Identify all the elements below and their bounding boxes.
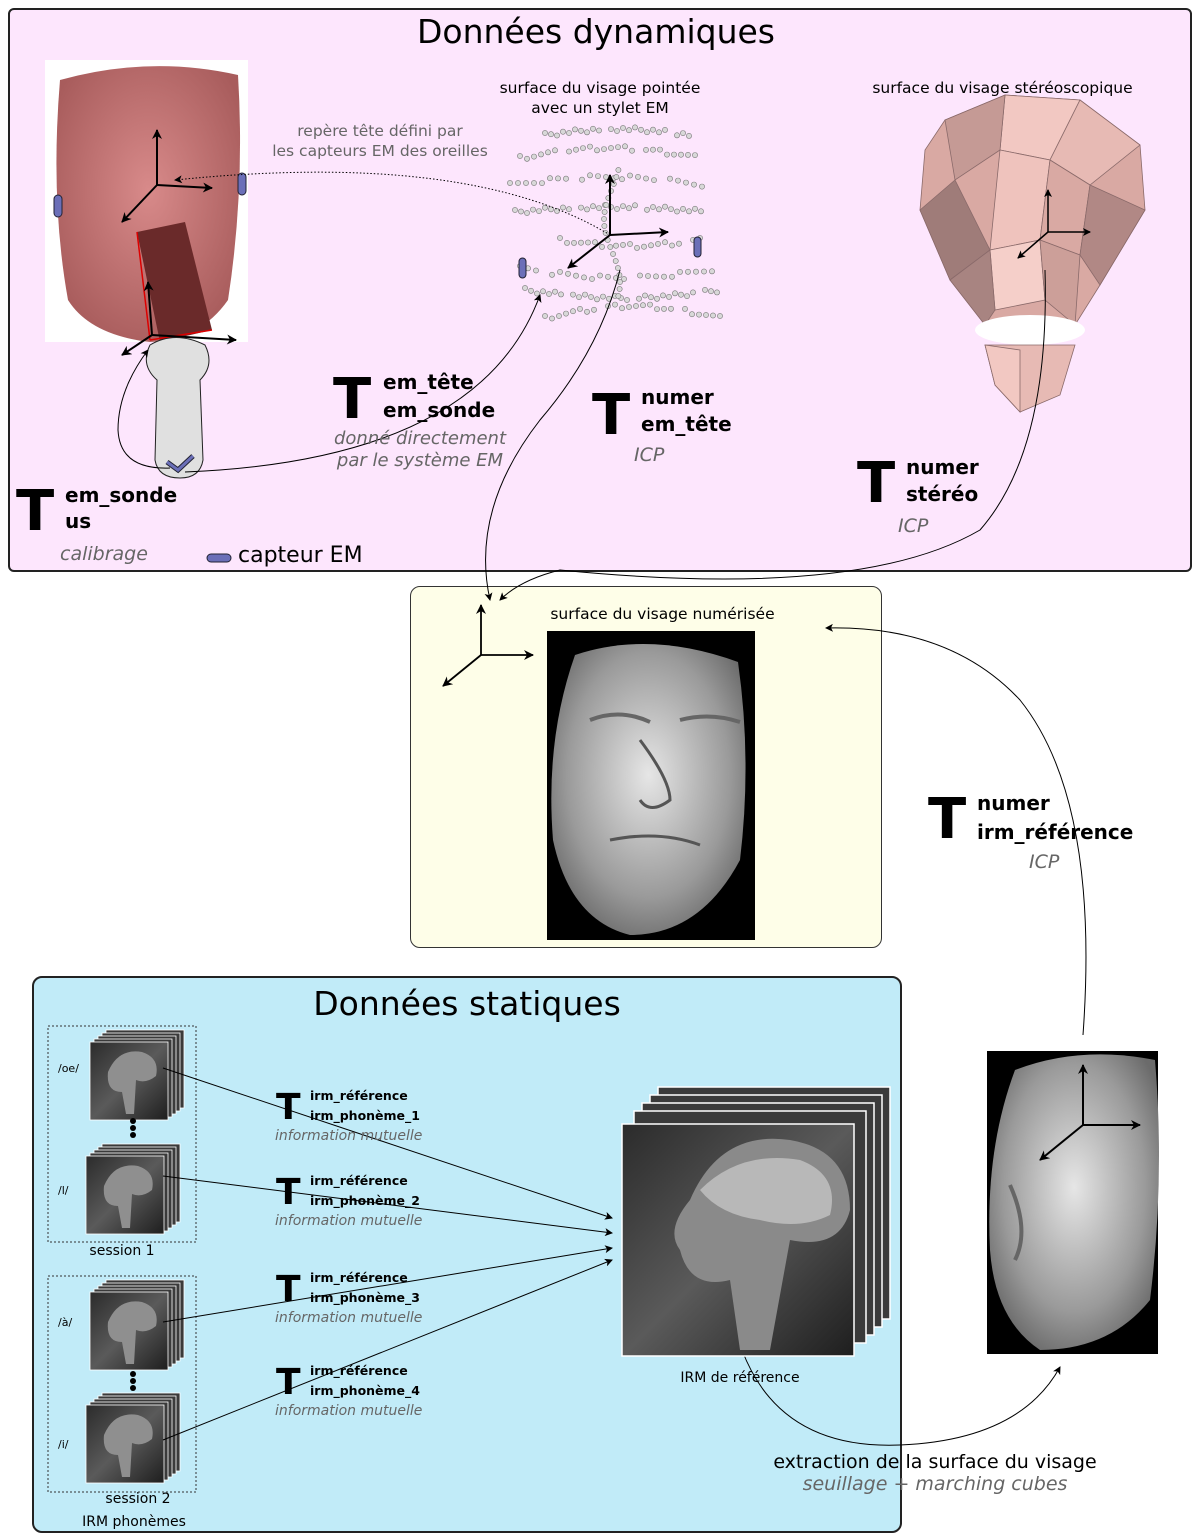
transform-sub-numer-irm: irm_référence <box>977 819 1133 845</box>
transform-symbol-em: T <box>333 372 371 428</box>
static-transform-sup-1: irm_référence <box>310 1086 408 1106</box>
static-transform-sup-3: irm_référence <box>310 1268 408 1288</box>
transform-symbol-numer-stereo: T <box>857 456 895 512</box>
pointed-surface-points <box>507 125 722 321</box>
reference-mri-label: IRM de référence <box>620 1370 860 1386</box>
static-transform-symbol-4: T <box>276 1365 301 1401</box>
stereo-face-surface <box>920 95 1145 412</box>
dynamic-title: Données dynamiques <box>0 12 1192 51</box>
phoneme-mri-stack <box>86 1144 180 1234</box>
static-transform-symbol-1: T <box>276 1090 301 1126</box>
transform-method-numer-irm: ICP <box>1029 851 1059 873</box>
sensor-legend-label: capteur EM <box>238 543 363 568</box>
static-transform-sub-4: irm_phonème_4 <box>310 1381 420 1401</box>
ultrasound-face-image <box>45 60 248 355</box>
phoneme-mri-stack <box>90 1280 184 1370</box>
phoneme-label-2: /l/ <box>58 1184 68 1197</box>
extraction-title: extraction de la surface du visage <box>760 1451 1110 1473</box>
transform-sup-em: em_tête <box>383 369 474 395</box>
transform-method-numer-stereo: ICP <box>898 515 928 537</box>
static-transform-method-2: information mutuelle <box>275 1213 422 1229</box>
transform-sup-numer-stereo: numer <box>906 454 979 480</box>
stereo-surface-label: surface du visage stéréoscopique <box>850 78 1155 98</box>
static-transform-sub-2: irm_phonème_2 <box>310 1191 420 1211</box>
transform-method-em: donné directement par le système EM <box>300 428 540 472</box>
extraction-method: seuillage + marching cubes <box>760 1473 1110 1495</box>
phoneme-label-1: /oe/ <box>58 1062 79 1075</box>
static-transform-method-1: information mutuelle <box>275 1128 422 1144</box>
static-transform-method-4: information mutuelle <box>275 1403 422 1419</box>
transform-symbol-numer-emtete: T <box>592 388 630 444</box>
reference-mri-stack <box>622 1087 890 1356</box>
transform-symbol-numer-irm: T <box>928 792 966 848</box>
numerized-surface-label: surface du visage numérisée <box>520 604 805 624</box>
head-frame-label: repère tête défini par les capteurs EM d… <box>250 121 510 161</box>
transform-sup-calibration: em_sonde <box>65 482 177 508</box>
extracted-face-image <box>987 1051 1159 1354</box>
static-transform-symbol-3: T <box>276 1272 301 1308</box>
numerized-face-image <box>547 631 755 940</box>
phoneme-mri-stack <box>90 1030 184 1120</box>
static-transform-sub-1: irm_phonème_1 <box>310 1106 420 1126</box>
transform-sup-numer-emtete: numer <box>641 384 714 410</box>
static-title: Données statiques <box>32 984 902 1023</box>
static-transform-sub-3: irm_phonème_3 <box>310 1288 420 1308</box>
transform-method-calibration: calibrage <box>60 543 148 565</box>
static-transform-sup-4: irm_référence <box>310 1361 408 1381</box>
phoneme-label-4: /i/ <box>58 1438 68 1451</box>
transform-sub-numer-stereo: stéréo <box>906 481 978 507</box>
phoneme-mri-stack <box>86 1393 180 1483</box>
static-transform-symbol-2: T <box>276 1175 301 1211</box>
phoneme-label-3: /à/ <box>58 1316 72 1329</box>
pointed-surface-label: surface du visage pointée avec un stylet… <box>470 78 730 118</box>
transform-symbol-calibration: T <box>16 484 54 540</box>
transform-sup-numer-irm: numer <box>977 790 1050 816</box>
transform-sub-em: em_sonde <box>383 397 495 423</box>
static-transform-sup-2: irm_référence <box>310 1171 408 1191</box>
static-transform-method-3: information mutuelle <box>275 1310 422 1326</box>
transform-method-numer-emtete: ICP <box>634 444 664 466</box>
transform-sub-numer-emtete: em_tête <box>641 411 732 437</box>
session-1-label: session 1 <box>48 1243 196 1259</box>
session-2-label: session 2 <box>64 1491 212 1507</box>
transform-sub-calibration: us <box>65 508 91 534</box>
phonemes-mri-label: IRM phonèmes <box>60 1514 208 1530</box>
ultrasound-probe <box>118 338 209 479</box>
